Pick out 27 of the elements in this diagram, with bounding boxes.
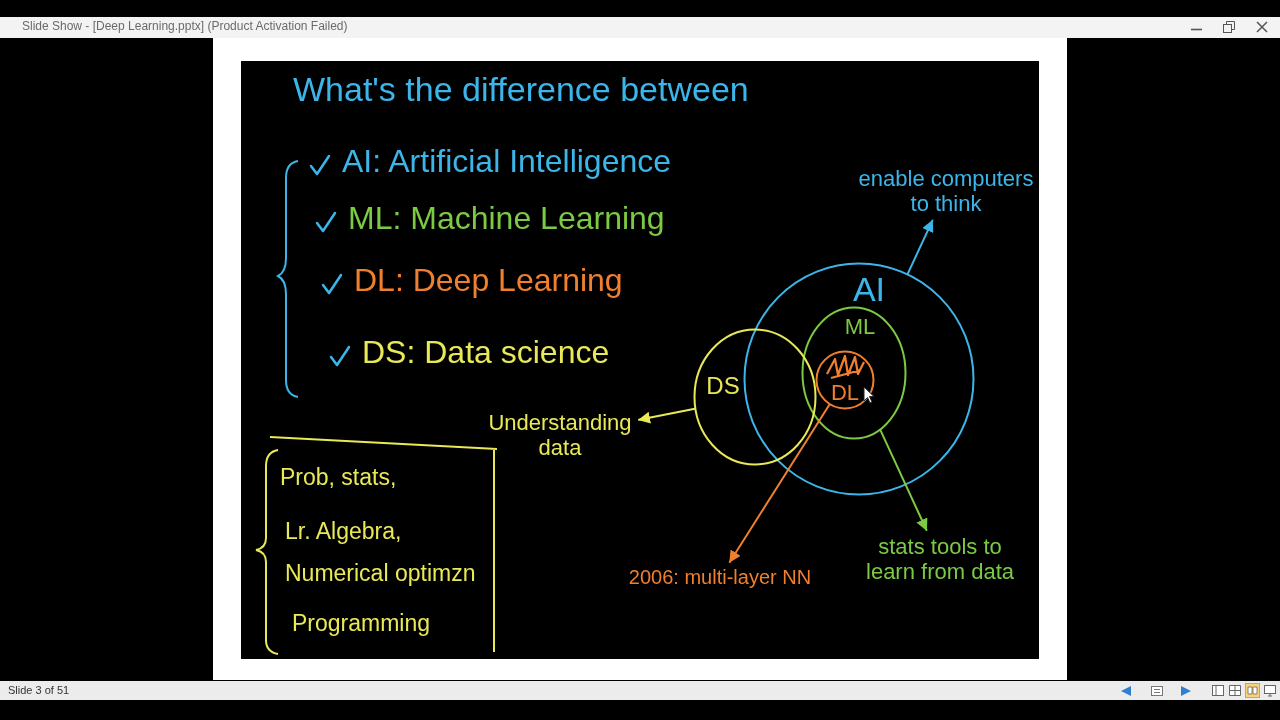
venn-circle <box>801 306 907 440</box>
venn-circle <box>743 262 975 496</box>
annotation-text: stats tools to learn from data <box>855 534 1025 585</box>
venn-circle <box>815 350 875 410</box>
arrow <box>879 428 928 531</box>
topic-text: Lr. Algebra, <box>285 518 402 545</box>
arrow <box>906 219 934 275</box>
arrow <box>638 407 696 424</box>
slide-counter: Slide 3 of 51 <box>8 684 70 697</box>
circle-label: DL <box>830 380 860 406</box>
topic-text: Programming <box>292 610 431 637</box>
heading-text: What's the difference between <box>293 70 749 110</box>
definition-text: DS: Data science <box>362 334 610 371</box>
definition-text: ML: Machine Learning <box>348 200 665 237</box>
annotation-text: 2006: multi-layer NN <box>628 566 812 589</box>
arrow <box>728 403 831 563</box>
window-title: Slide Show - [Deep Learning.pptx] (Product Activation Failed) <box>22 20 348 34</box>
topic-text: Numerical optimzn <box>285 560 476 587</box>
annotation-text: Understanding data <box>485 410 635 461</box>
definition-text: AI: Artificial Intelligence <box>342 143 672 180</box>
definition-text: DL: Deep Learning <box>354 262 623 299</box>
circle-label: ML <box>844 314 876 340</box>
topic-text: Prob, stats, <box>280 464 397 491</box>
venn-circle <box>693 328 817 466</box>
circle-label: DS <box>706 372 740 400</box>
annotation-text: enable computers to think <box>855 166 1037 217</box>
circle-label: AI <box>852 270 886 310</box>
